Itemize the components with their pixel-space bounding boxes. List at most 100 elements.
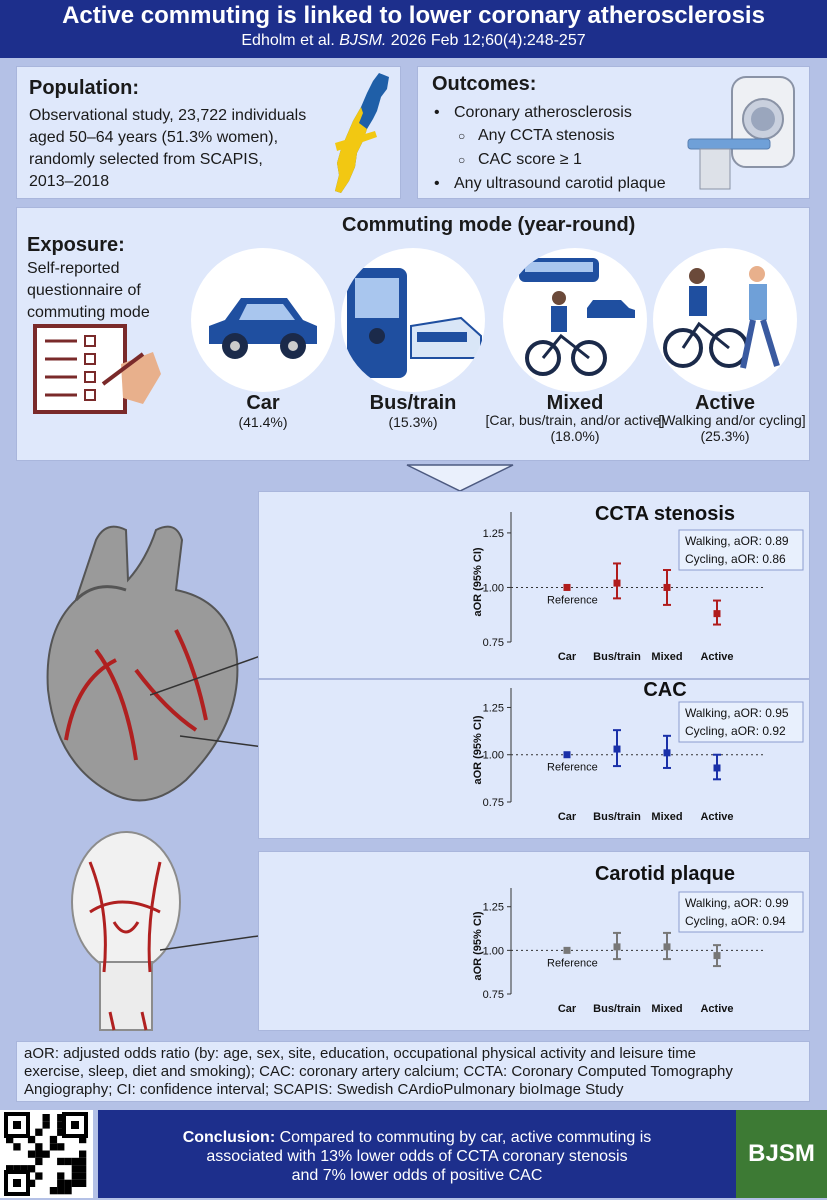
qr-code-icon xyxy=(0,1110,93,1198)
ct-scanner-icon xyxy=(687,76,795,190)
y-tick-label: 0.75 xyxy=(483,637,504,649)
estimate-point xyxy=(563,583,571,591)
population-heading: Population: xyxy=(29,77,139,99)
page-title: Active commuting is linked to lower coro… xyxy=(62,2,765,29)
y-tick-label: 1.00 xyxy=(483,945,504,957)
chart-title: CAC xyxy=(643,680,686,701)
y-tick-label: 0.75 xyxy=(483,797,504,809)
legend-entry: Walking, aOR: 0.99 xyxy=(685,896,789,910)
heart-illustration xyxy=(46,525,239,802)
abbreviations-footnote: aOR: adjusted odds ratio (by: age, sex, … xyxy=(16,1041,810,1102)
estimate-point xyxy=(713,952,721,960)
qr-module xyxy=(71,1179,79,1187)
legend-entry: Walking, aOR: 0.89 xyxy=(685,534,789,548)
mode-pct: (18.0%) xyxy=(550,428,600,444)
qr-finder-center xyxy=(13,1121,21,1129)
x-tick-label: Bus/train xyxy=(593,811,641,823)
citation: Edholm et al. BJSM. 2026 Feb 12;60(4):24… xyxy=(0,30,827,52)
legend-box xyxy=(678,891,804,933)
mode-label: Active xyxy=(694,392,756,414)
x-tick-label: Active xyxy=(700,651,733,663)
qr-module xyxy=(13,1143,21,1151)
qr-module xyxy=(42,1121,50,1129)
estimate-point xyxy=(563,751,571,759)
list-item: CAC score ≥ 1 xyxy=(434,148,666,172)
mixed-commute-icon xyxy=(519,258,635,376)
reference-label: Reference xyxy=(547,594,598,606)
qr-module xyxy=(49,1135,58,1144)
legend-entry: Cycling, aOR: 0.94 xyxy=(685,914,786,928)
estimate-point xyxy=(713,764,721,772)
qr-module xyxy=(57,1179,65,1187)
qr-module xyxy=(79,1135,87,1144)
qr-module xyxy=(79,1165,87,1173)
estimate-point xyxy=(663,583,671,591)
qr-module xyxy=(13,1165,21,1173)
chart-title: Carotid plaque xyxy=(595,863,735,885)
conclusion-label: Conclusion: xyxy=(182,1129,276,1146)
qr-module xyxy=(49,1143,58,1151)
mode-label: Car xyxy=(246,392,280,414)
car-illustration xyxy=(191,248,335,392)
qr-module xyxy=(35,1172,43,1180)
head-illustration xyxy=(71,831,181,1031)
qr-module xyxy=(35,1128,43,1136)
y-axis-label: aOR (95% CI) xyxy=(472,715,484,784)
legend-box xyxy=(678,529,804,571)
mode-pct: (15.3%) xyxy=(388,414,438,430)
qr-module xyxy=(71,1165,79,1173)
bus-train-illustration xyxy=(341,248,485,392)
y-axis-label: aOR (95% CI) xyxy=(472,547,484,616)
qr-module xyxy=(57,1157,65,1166)
qr-module xyxy=(57,1114,65,1122)
list-item: Any ultrasound carotid plaque xyxy=(434,172,666,195)
qr-module xyxy=(6,1135,14,1144)
estimate-point xyxy=(613,579,621,587)
bus-train-icon xyxy=(347,268,482,378)
outcomes-panel: Outcomes: Coronary atherosclerosis Any C… xyxy=(417,66,810,199)
x-tick-label: Active xyxy=(700,1003,733,1015)
header: Active commuting is linked to lower coro… xyxy=(0,0,827,58)
qr-module xyxy=(79,1172,87,1180)
qr-module xyxy=(71,1172,79,1180)
qr-module xyxy=(35,1150,43,1158)
qr-module xyxy=(20,1165,28,1173)
x-tick-label: Mixed xyxy=(651,651,682,663)
exposure-panel: Exposure: Self-reported questionnaire of… xyxy=(16,207,810,461)
qr-finder-center xyxy=(71,1121,79,1129)
qr-module xyxy=(35,1157,43,1166)
reference-label: Reference xyxy=(547,762,598,774)
car-icon xyxy=(209,298,317,359)
y-tick-label: 1.25 xyxy=(483,702,504,714)
qr-module xyxy=(57,1128,65,1136)
mode-pct: (25.3%) xyxy=(700,428,750,444)
citation-journal: BJSM. xyxy=(339,32,387,49)
bjsm-logo: BJSM xyxy=(736,1110,827,1198)
sweden-map-icon xyxy=(335,73,389,193)
questionnaire-icon xyxy=(33,324,161,414)
estimate-point xyxy=(663,749,671,757)
qr-module xyxy=(57,1121,65,1129)
qr-module xyxy=(27,1135,36,1144)
qr-module xyxy=(35,1143,43,1151)
qr-module xyxy=(42,1114,50,1122)
x-tick-label: Car xyxy=(558,1003,577,1015)
mode-desc: [Walking and/or cycling] xyxy=(658,412,806,428)
population-panel: Population: Observational study, 23,722 … xyxy=(16,66,401,199)
qr-module xyxy=(57,1187,65,1195)
x-tick-label: Mixed xyxy=(651,811,682,823)
chart-title: CCTA stenosis xyxy=(595,503,735,525)
legend-entry: Cycling, aOR: 0.86 xyxy=(685,552,786,566)
citation-details: 2026 Feb 12;60(4):248-257 xyxy=(390,32,586,49)
mixed-illustration xyxy=(503,248,647,392)
x-tick-label: Bus/train xyxy=(593,1003,641,1015)
mode-label: Mixed xyxy=(546,392,604,414)
qr-module xyxy=(6,1165,14,1173)
qr-module xyxy=(57,1143,65,1151)
qr-module xyxy=(42,1150,50,1158)
